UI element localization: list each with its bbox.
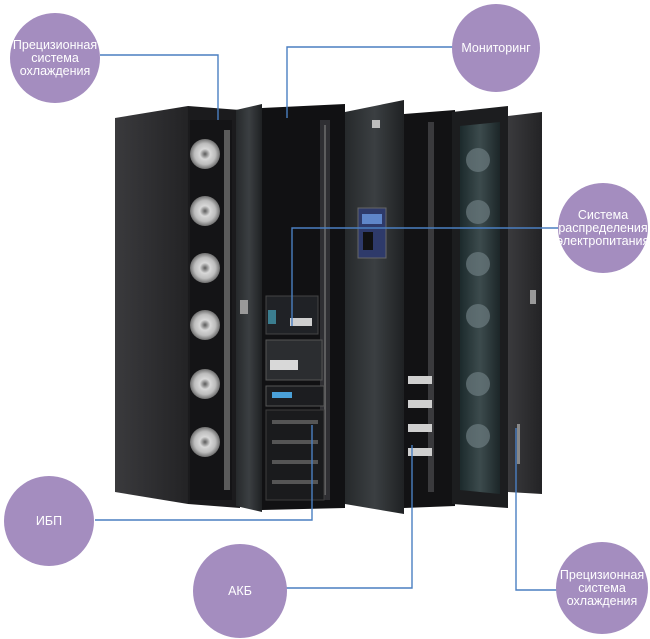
leader-lines <box>95 46 558 591</box>
middle-open-door <box>345 100 404 514</box>
callout-power-distribution: Система распределения электропитания <box>556 183 650 273</box>
leader-battery <box>285 445 413 589</box>
callout-line: Мониторинг <box>461 40 531 55</box>
left-cooling-fans <box>190 120 232 500</box>
callout-line: ИБП <box>35 513 63 528</box>
callout-line: распределения <box>558 220 648 235</box>
callout-cooling-right: Прецизионная система охлаждения <box>556 542 648 634</box>
callout-monitoring: Мониторинг <box>452 4 540 92</box>
leader-ups <box>95 425 313 521</box>
leader-cooling-right <box>515 428 558 591</box>
callout-line: Прецизионная <box>12 37 98 52</box>
callout-line: охлаждения <box>19 63 91 78</box>
left-open-door <box>236 104 262 512</box>
leader-power <box>291 227 558 326</box>
right-cooling-unit <box>508 112 542 494</box>
callout-cooling-left: Прецизионная система охлаждения <box>10 13 100 103</box>
callout-line: система <box>31 50 79 65</box>
leader-monitoring <box>286 46 455 118</box>
callout-line: охлаждения <box>566 593 638 608</box>
central-rack-bay <box>262 104 345 510</box>
callout-line: Прецизионная <box>559 567 645 582</box>
right-glass-door <box>452 106 508 508</box>
callout-line: электропитания <box>556 233 650 248</box>
right-rack-bay <box>404 110 455 508</box>
callout-line: Система <box>577 207 629 222</box>
callout-ups: ИБП <box>4 476 94 566</box>
callout-line: АКБ <box>228 583 252 598</box>
callout-battery: АКБ <box>193 544 287 638</box>
callout-line: система <box>578 580 626 595</box>
leader-cooling-left <box>100 54 219 120</box>
